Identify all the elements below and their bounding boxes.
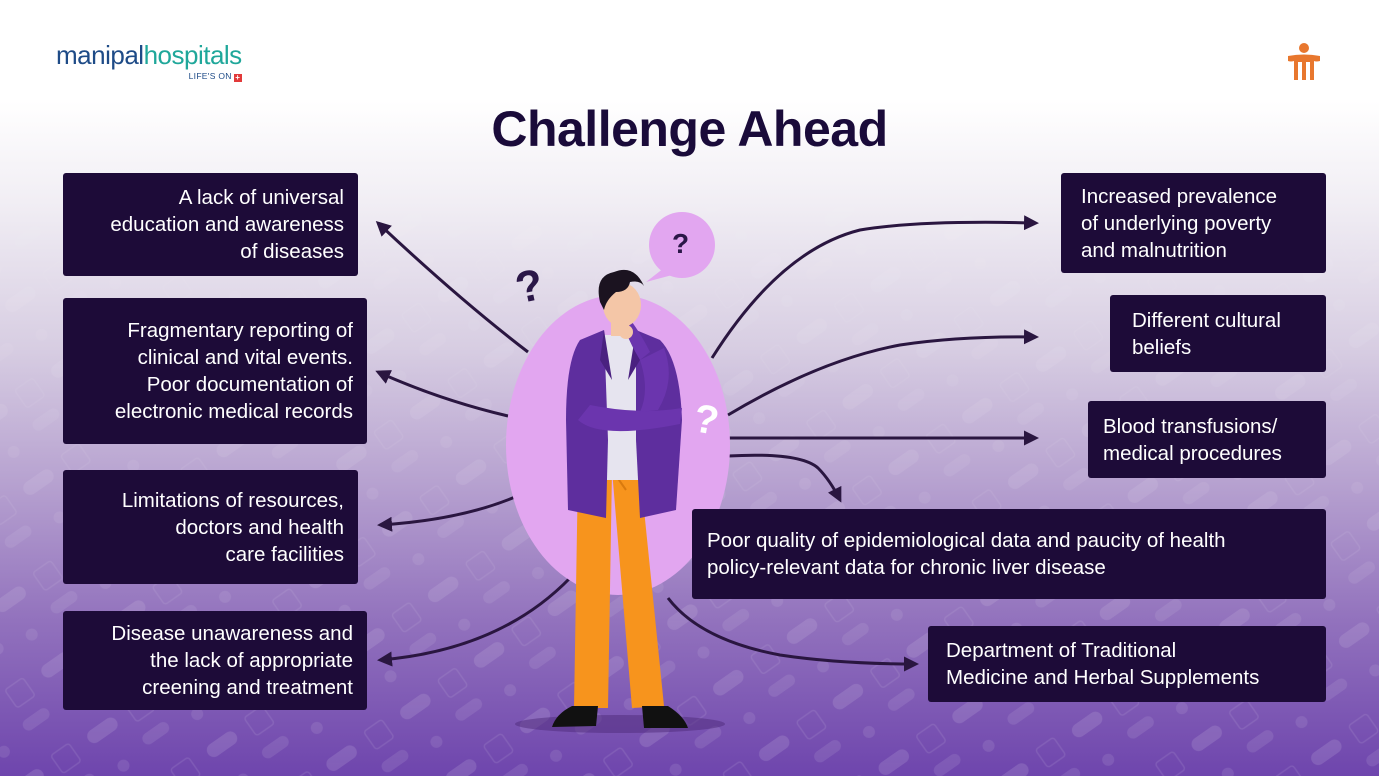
left-leg [574, 470, 612, 708]
box-line: policy-relevant data for chronic liver d… [707, 556, 1106, 579]
box-line: doctors and health [175, 515, 344, 539]
challenge-box-right-5: Department of Traditional Medicine and H… [928, 626, 1326, 702]
page-title: Challenge Ahead [491, 101, 888, 157]
box-line: Increased prevalence [1081, 184, 1278, 208]
box-line: medical procedures [1103, 441, 1282, 465]
arrow-to-left-box-2 [375, 370, 509, 418]
box-line: Medicine and Herbal Supplements [946, 666, 1260, 689]
left-shoe [552, 706, 598, 727]
box-line: Blood transfusions/ [1103, 414, 1278, 438]
hand [619, 325, 633, 339]
arrow-to-left-box-1 [375, 220, 529, 354]
speech-bubble-question-mark: ? [672, 228, 690, 259]
challenge-box-right-1: Increased prevalence of underlying pover… [1061, 173, 1326, 273]
challenge-box-left-3: Limitations of resources, doctors and he… [63, 470, 358, 584]
speech-bubble [646, 212, 715, 282]
manipal-hospitals-logo: manipalhospitals LIFE'S ON+ [56, 40, 242, 82]
challenge-box-right-2: Different cultural beliefs [1110, 295, 1326, 372]
box-line: Disease unawareness and [111, 622, 353, 645]
box-line: electronic medical records [114, 400, 353, 423]
box-line: clinical and vital events. [137, 346, 353, 369]
right-shoe [642, 706, 688, 728]
arrow-to-right-box-2 [727, 329, 1039, 417]
forearm [578, 405, 682, 432]
arrow-to-left-box-4 [377, 576, 572, 667]
box-line: A lack of universal [178, 186, 344, 209]
box-line: Department of Traditional [946, 639, 1177, 662]
box-line: the lack of appropriate [150, 649, 353, 672]
logo-text-hospitals: hospitals [143, 40, 243, 70]
challenge-box-center-data: Poor quality of epidemiological data and… [692, 509, 1326, 599]
challenge-box-left-2: Fragmentary reporting of clinical and vi… [63, 298, 367, 444]
box-line: education and awareness [110, 213, 344, 236]
arrow-to-center-box [727, 453, 842, 503]
raised-arm [640, 348, 669, 412]
box-line: Different cultural [1132, 308, 1281, 332]
box-line: Poor quality of epidemiological data and… [707, 529, 1226, 552]
box-line: care facilities [225, 542, 345, 566]
logo-plus-mark: + [233, 73, 242, 82]
box-line: Fragmentary reporting of [127, 319, 353, 342]
challenge-box-left-1: A lack of universal education and awaren… [63, 173, 358, 276]
box-line: beliefs [1132, 335, 1192, 359]
box-line: Limitations of resources, [121, 488, 344, 512]
logo-tagline: LIFE'S ON+ [56, 71, 242, 82]
arrow-to-right-box-5 [666, 597, 919, 672]
box-line: creening and treatment [142, 676, 353, 699]
challenge-box-right-3: Blood transfusions/ medical procedures [1088, 401, 1326, 478]
hair [598, 269, 644, 310]
arrow-to-right-box-1 [710, 215, 1039, 359]
box-line: Poor documentation of [146, 373, 353, 396]
logo-text-manipal: manipal [56, 40, 144, 70]
right-leg [612, 470, 664, 708]
person-emblem-icon [1288, 43, 1320, 80]
box-line: and malnutrition [1081, 238, 1227, 262]
box-line: of underlying poverty [1081, 211, 1272, 235]
floor-shadow [515, 715, 725, 733]
logo-tagline-text: LIFE'S ON [188, 71, 232, 81]
box-line: of diseases [240, 240, 344, 263]
challenge-box-left-4: Disease unawareness and the lack of appr… [63, 611, 367, 710]
arrow-to-left-box-3 [377, 495, 516, 532]
